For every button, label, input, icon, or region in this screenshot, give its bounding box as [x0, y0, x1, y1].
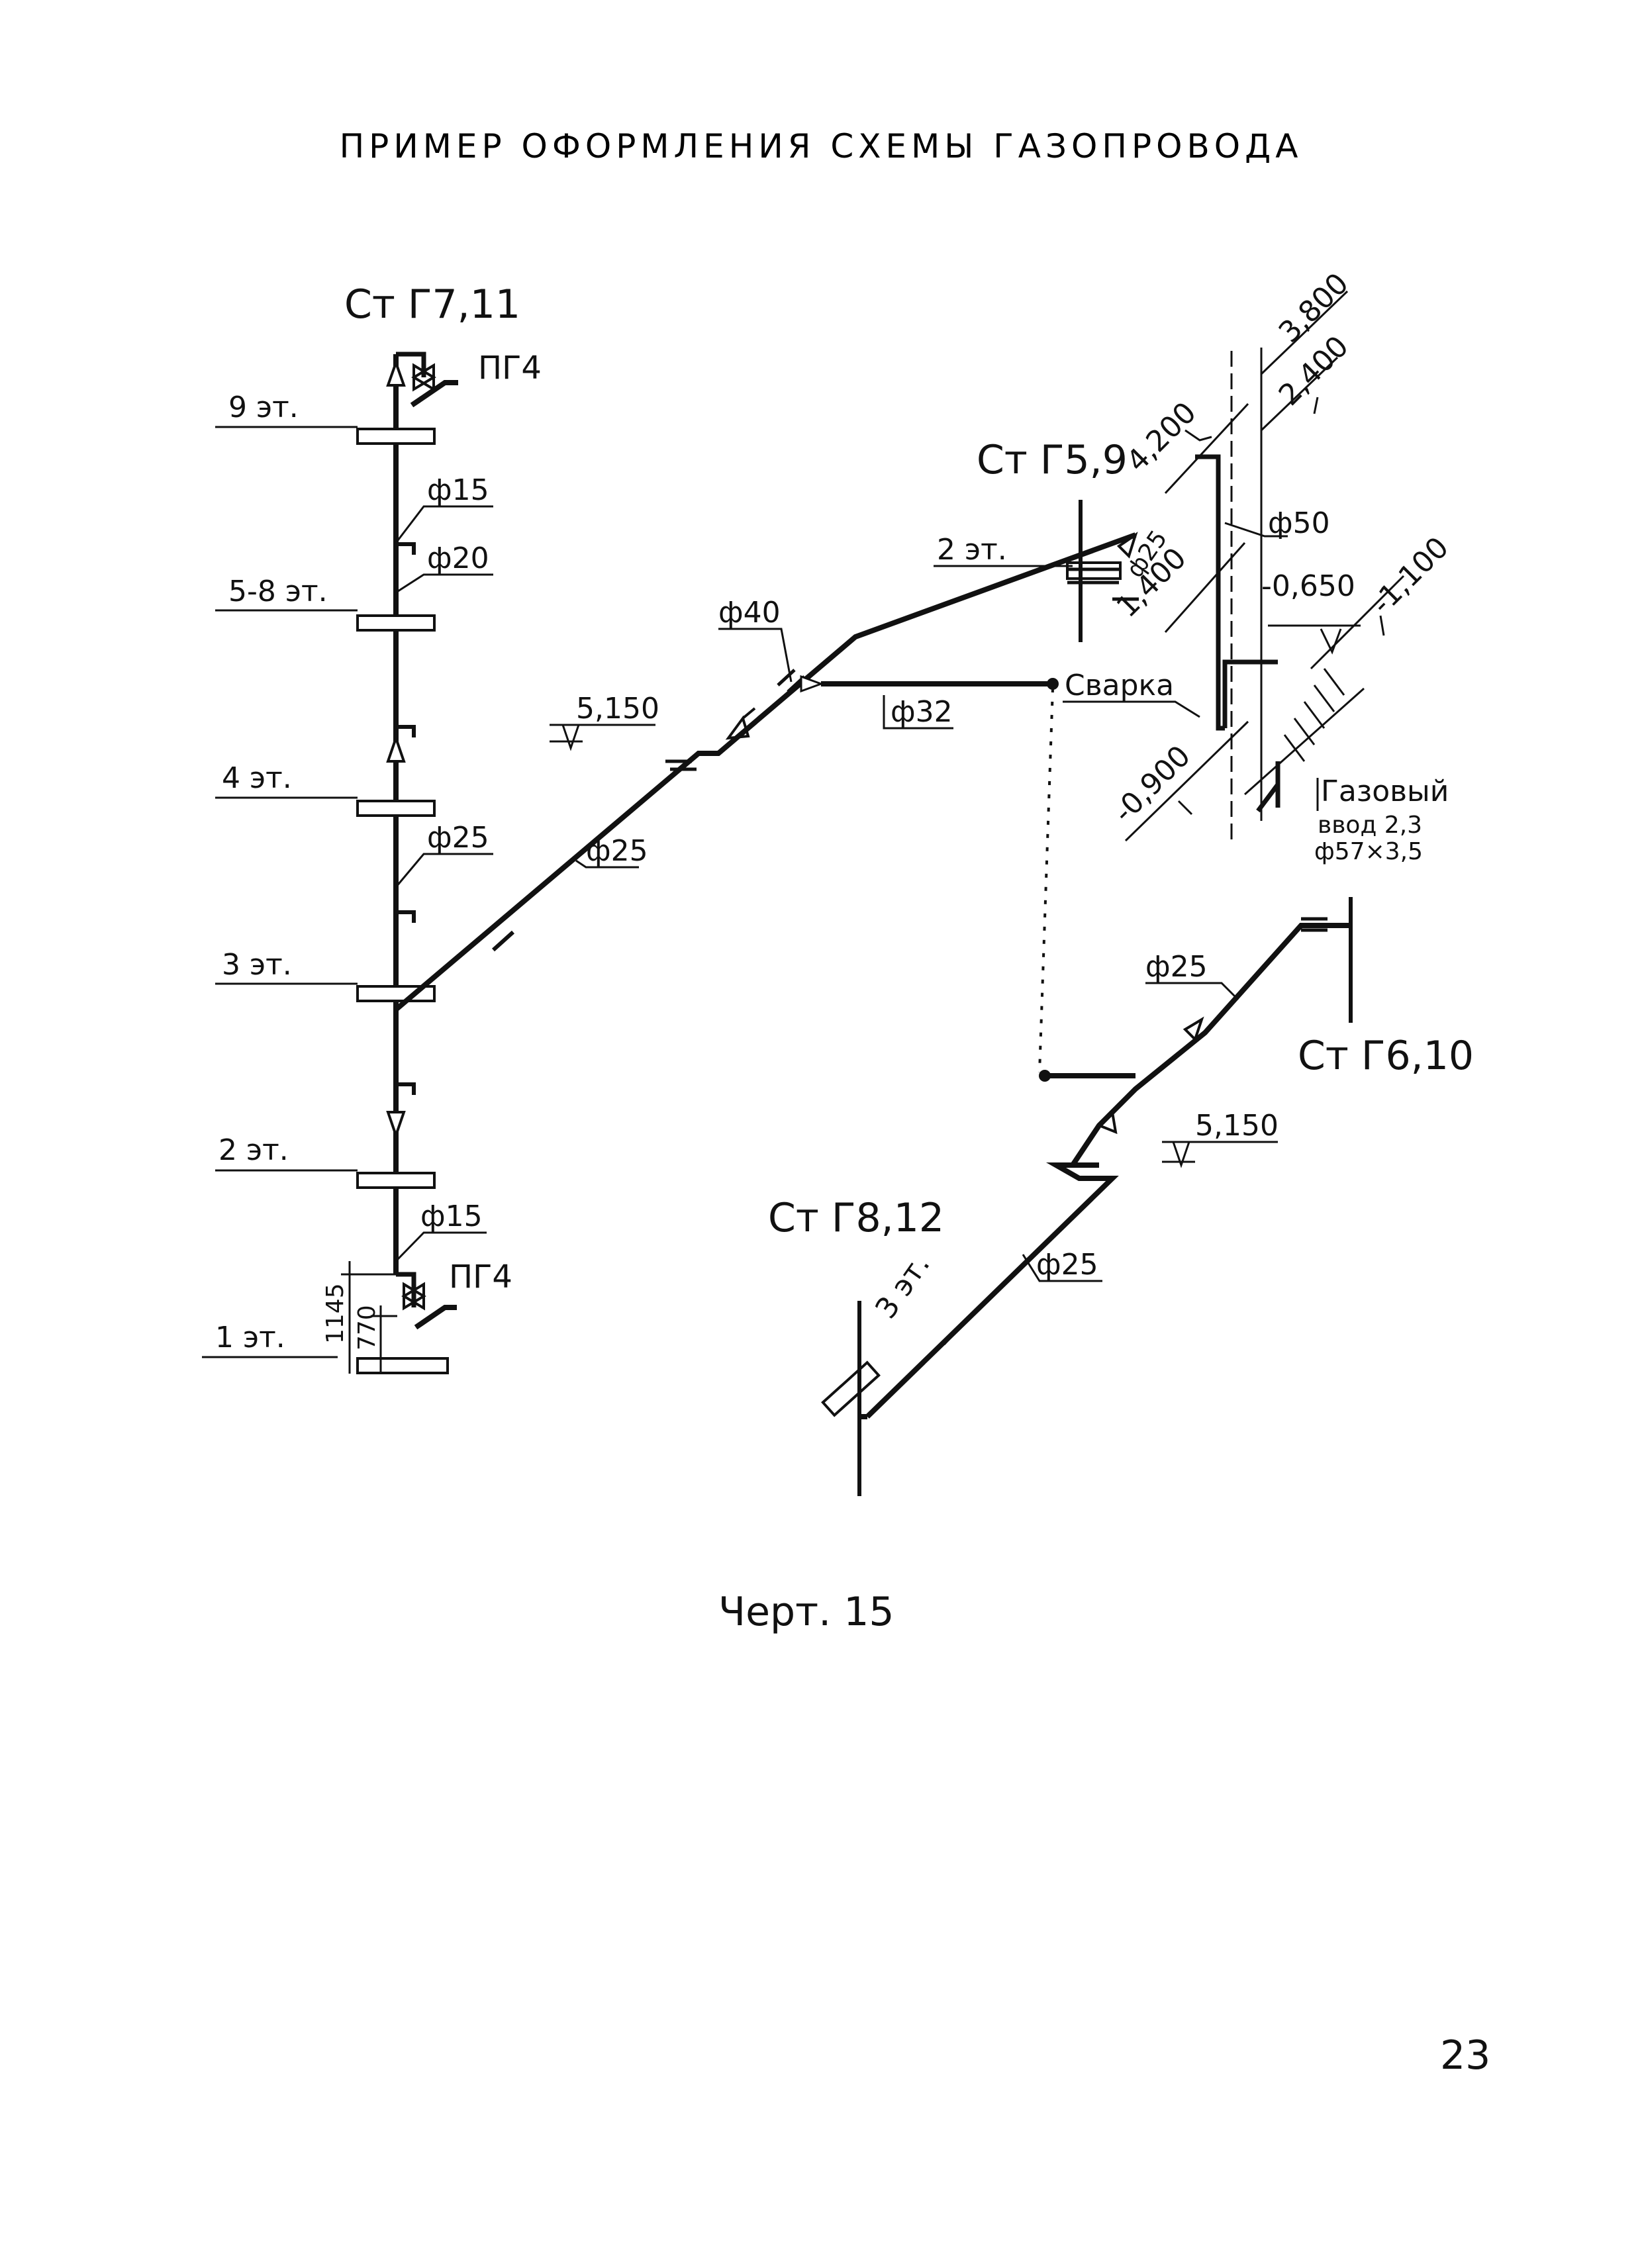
- valve-icon: [401, 363, 436, 1311]
- level-leaders-g5-9: [1124, 290, 1405, 842]
- riser-label-g7-11: Ст Г7,11: [344, 281, 520, 328]
- riser-g8-12: [821, 1162, 1119, 1496]
- weld-point: [1047, 678, 1059, 690]
- building-wall: [1230, 348, 1263, 841]
- gas-inlet-label: Газовый: [1321, 775, 1449, 808]
- flow-arrows-main: [491, 675, 824, 952]
- level-label-3800: 3,800: [1273, 267, 1355, 350]
- floor-label-2-right: 2 эт.: [937, 533, 1007, 567]
- gas-inlet-number: ввод 2,3: [1318, 812, 1422, 839]
- weld-point-lower: [1039, 1070, 1051, 1082]
- gas-inlet-pipe: [1222, 659, 1280, 813]
- gas-stove-icon: [410, 380, 458, 1330]
- diameter-label-15-bottom: ф15: [420, 1200, 483, 1233]
- pipe-joints: [665, 669, 806, 771]
- level-label-2400: 2,400: [1273, 330, 1355, 412]
- floor-label-3-bottom: 3 эт.: [869, 1248, 936, 1325]
- floor-label-1: 1 эт.: [215, 1321, 285, 1354]
- weld-label: Сварка: [1065, 669, 1174, 702]
- riser-taps: [396, 542, 416, 1095]
- device-label-pg4-bottom: ПГ4: [449, 1258, 512, 1296]
- page-number: 23: [1440, 2032, 1490, 2079]
- floor-label-5-8: 5-8 эт.: [228, 575, 328, 608]
- weld-dotted-line: [1038, 688, 1054, 1073]
- riser-g6-10: [1045, 897, 1353, 1168]
- level-mark-5150-left: [550, 724, 655, 751]
- level-label-5150-right: 5,150: [1195, 1109, 1279, 1143]
- diameter-label-32: ф32: [891, 695, 953, 729]
- page-title: ПРИМЕР ОФОРМЛЕНИЯ СХЕМЫ ГАЗОПРОВОДА: [340, 127, 1303, 165]
- weld-leader: [1063, 700, 1200, 718]
- flow-arrows-riser: [386, 358, 406, 1140]
- diameter-label-25-riser: ф25: [427, 821, 489, 855]
- dimension-label-1145: 1145: [322, 1283, 349, 1344]
- diameter-label-20: ф20: [427, 542, 489, 575]
- main-pipe: [394, 532, 1137, 1012]
- device-label-pg4-top: ПГ4: [478, 350, 542, 387]
- level-label-0650: -0,650: [1261, 569, 1355, 603]
- riser-label-g8-12: Ст Г8,12: [768, 1195, 944, 1241]
- diameter-label-50: ф50: [1268, 506, 1330, 540]
- diameter-leader-25-g812: [1022, 1254, 1102, 1282]
- diameter-label-25-g812: ф25: [1036, 1248, 1098, 1282]
- floor-leaders: [202, 426, 358, 1358]
- floor-label-9: 9 эт.: [228, 391, 299, 424]
- riser-g5-9: [1066, 454, 1225, 731]
- valve-icon: [725, 532, 1138, 740]
- diameter-leaders-main: [575, 628, 953, 869]
- dimension-label-770: 770: [354, 1305, 381, 1350]
- figure-caption: Черт. 15: [718, 1589, 894, 1635]
- floor-label-2: 2 эт.: [218, 1133, 289, 1167]
- diameter-leaders-riser: [395, 505, 493, 1262]
- dimension-lines: [341, 1261, 397, 1374]
- diameter-label-25-diag: ф25: [586, 834, 648, 868]
- riser-g7-11: [393, 352, 426, 1307]
- flow-arrows-g8-12: [942, 1321, 965, 1346]
- riser-label-g5-9: Ст Г5,9: [977, 437, 1128, 483]
- diameter-label-40: ф40: [718, 596, 781, 630]
- level-mark-5150-right: [1162, 1141, 1278, 1168]
- level-label-5150-left: 5,150: [576, 692, 659, 726]
- level-label-1100: -1,100: [1365, 530, 1455, 620]
- diameter-leader-50: [1224, 522, 1288, 538]
- pipe-joints-g6-10: [1301, 917, 1328, 932]
- floor-slabs: [356, 428, 449, 1374]
- diameter-label-15-top: ф15: [427, 473, 489, 507]
- valve-icon: [1096, 1016, 1204, 1135]
- floor-label-4: 4 эт.: [222, 761, 292, 795]
- gas-inlet-size: ф57×3,5: [1314, 838, 1423, 865]
- floor-label-3: 3 эт.: [222, 948, 292, 982]
- ground-hatch: [1244, 668, 1365, 796]
- diameter-leader-25-g610: [1145, 982, 1239, 1001]
- riser-label-g6-10: Ст Г6,10: [1298, 1033, 1474, 1079]
- diameter-label-25-g610: ф25: [1145, 950, 1208, 984]
